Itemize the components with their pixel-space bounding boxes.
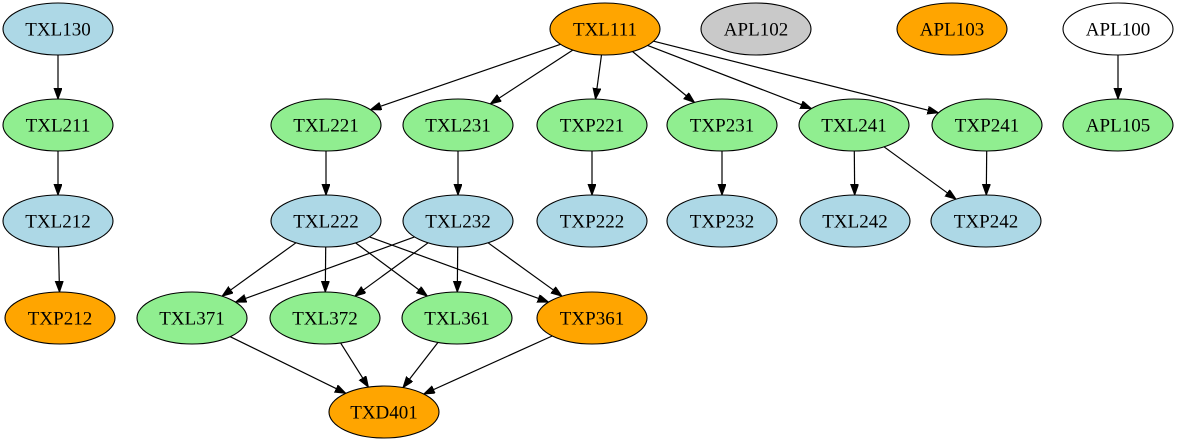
node-TXL130: TXL130 [2, 2, 114, 56]
node-APL103: APL103 [896, 2, 1008, 56]
node-ellipse-APL103 [896, 2, 1008, 56]
edge-TXL222-TXP361 [369, 236, 549, 303]
node-TXP231: TXP231 [666, 98, 778, 152]
node-TXD401: TXD401 [328, 385, 440, 439]
node-TXL361: TXL361 [401, 291, 513, 345]
node-TXP222: TXP222 [536, 194, 648, 248]
edge-TXL111-TXP231 [632, 51, 695, 103]
node-ellipse-TXL371 [136, 291, 248, 345]
node-ellipse-TXL242 [799, 194, 911, 248]
node-TXP361: TXP361 [536, 291, 648, 345]
node-ellipse-TXP361 [536, 291, 648, 345]
node-ellipse-TXD401 [328, 385, 440, 439]
node-TXP232: TXP232 [666, 194, 778, 248]
node-TXL231: TXL231 [402, 98, 514, 152]
node-ellipse-APL105 [1062, 98, 1174, 152]
edge-TXL212-TXP212 [59, 246, 60, 292]
node-ellipse-TXL212 [2, 194, 114, 248]
edge-TXL232-TXL371 [236, 236, 415, 303]
node-APL105: APL105 [1062, 98, 1174, 152]
node-ellipse-TXL232 [402, 194, 514, 248]
node-ellipse-TXL211 [2, 98, 114, 152]
node-ellipse-TXP232 [666, 194, 778, 248]
node-TXL221: TXL221 [270, 98, 382, 152]
node-ellipse-TXP242 [930, 194, 1042, 248]
edge-TXL372-TXD401 [340, 342, 369, 387]
node-TXL242: TXL242 [799, 194, 911, 248]
node-TXL371: TXL371 [136, 291, 248, 345]
edge-TXL111-TXL241 [647, 44, 812, 110]
node-ellipse-APL100 [1062, 2, 1174, 56]
node-TXP212: TXP212 [4, 291, 116, 345]
node-APL100: APL100 [1062, 2, 1174, 56]
edge-TXL361-TXD401 [403, 342, 439, 387]
node-ellipse-TXP241 [931, 98, 1043, 152]
node-ellipse-TXP212 [4, 291, 116, 345]
node-TXL222: TXL222 [270, 194, 382, 248]
node-TXL232: TXL232 [402, 194, 514, 248]
node-ellipse-TXL130 [2, 2, 114, 56]
node-ellipse-TXP222 [536, 194, 648, 248]
node-TXP241: TXP241 [931, 98, 1043, 152]
node-ellipse-TXP221 [536, 98, 648, 152]
edge-TXL111-TXP221 [596, 54, 603, 99]
node-TXP242: TXP242 [930, 194, 1042, 248]
node-TXL212: TXL212 [2, 194, 114, 248]
node-ellipse-TXL221 [270, 98, 382, 152]
node-ellipse-TXL241 [798, 98, 910, 152]
node-TXP221: TXP221 [536, 98, 648, 152]
edge-TXP361-TXD401 [424, 335, 553, 394]
node-ellipse-TXL372 [269, 291, 381, 345]
edge-TXL222-TXL371 [222, 242, 297, 296]
node-ellipse-TXP231 [666, 98, 778, 152]
edge-TXL111-TXL231 [490, 49, 574, 104]
node-TXL111: TXL111 [549, 2, 661, 56]
edge-TXL232-TXL372 [355, 242, 429, 296]
edge-TXL111-TXP241 [653, 40, 939, 113]
node-ellipse-TXL222 [270, 194, 382, 248]
edge-TXL111-TXL221 [371, 43, 561, 109]
edge-TXL371-TXD401 [229, 336, 346, 394]
node-ellipse-TXL361 [401, 291, 513, 345]
edge-TXL241-TXP242 [883, 146, 956, 199]
node-ellipse-APL102 [700, 2, 812, 56]
node-TXL241: TXL241 [798, 98, 910, 152]
node-TXL372: TXL372 [269, 291, 381, 345]
node-ellipse-TXL111 [549, 2, 661, 56]
edge-TXL232-TXP361 [487, 242, 562, 296]
node-APL102: APL102 [700, 2, 812, 56]
edges-layer [58, 40, 1118, 394]
node-TXL211: TXL211 [2, 98, 114, 152]
node-ellipse-TXL231 [402, 98, 514, 152]
